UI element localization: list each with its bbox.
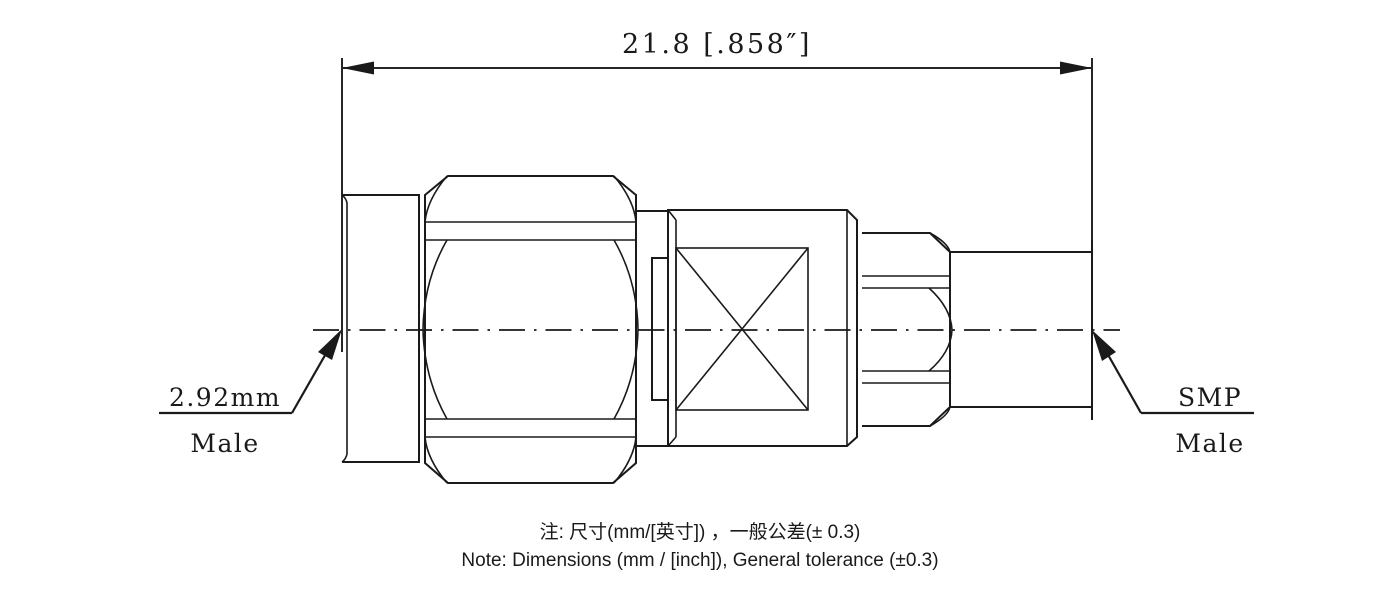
right-hex-curve-br bbox=[929, 406, 951, 427]
left-hex-curve-right-mid bbox=[613, 239, 639, 420]
left-rear-cylinder-end-radius bbox=[341, 194, 348, 463]
right-leader-arrow-icon bbox=[1092, 330, 1116, 361]
left-callout-leader bbox=[159, 329, 342, 415]
left-hex-curve-br bbox=[613, 436, 637, 484]
center-body-chamfer-tl bbox=[667, 209, 677, 221]
left-hex-curve-tr bbox=[613, 175, 637, 223]
left-leader-arrow-icon bbox=[318, 329, 342, 360]
right-hex-curve-mid bbox=[928, 287, 953, 372]
left-hex-curve-tl bbox=[424, 175, 448, 223]
left-hex-nut bbox=[422, 175, 639, 484]
left-callout-line2: Male bbox=[190, 429, 259, 458]
center-body-chamfer-bl bbox=[667, 436, 677, 447]
overall-length-dimension-text: 21.8 [.858″] bbox=[622, 29, 812, 60]
left-hex-curve-left-mid bbox=[422, 239, 448, 420]
right-hex-nut-outline bbox=[862, 232, 951, 427]
dimension-extension-lines bbox=[341, 58, 1093, 352]
middle-shoulder-step bbox=[636, 210, 669, 447]
left-rear-cylinder bbox=[341, 194, 420, 463]
right-hex-nut bbox=[856, 232, 953, 427]
note-chinese: 注: 尺寸(mm/[英寸]) ，一般公差(± 0.3) bbox=[540, 521, 861, 543]
dimension-arrow-left-icon bbox=[342, 61, 374, 75]
note-english: Note: Dimensions (mm / [inch]), General … bbox=[461, 550, 938, 571]
center-body bbox=[667, 209, 858, 447]
right-callout-line1: SMP bbox=[1178, 383, 1242, 412]
right-callout-line2: Male bbox=[1175, 429, 1244, 458]
shoulder-step-outline bbox=[636, 210, 669, 447]
wrench-flat-diagonal-b bbox=[675, 247, 809, 411]
left-rear-cylinder-outline bbox=[342, 194, 420, 463]
left-hex-curve-bl bbox=[424, 436, 448, 484]
right-callout-leader bbox=[1092, 330, 1254, 415]
overall-length-dimension-line bbox=[342, 61, 1092, 75]
dimension-arrow-right-icon bbox=[1060, 61, 1092, 75]
right-hex-curve-tr bbox=[929, 232, 951, 253]
left-hex-nut-outline bbox=[424, 175, 637, 484]
wrench-flat-square bbox=[675, 247, 809, 411]
left-callout-line1: 2.92mm bbox=[169, 383, 281, 412]
